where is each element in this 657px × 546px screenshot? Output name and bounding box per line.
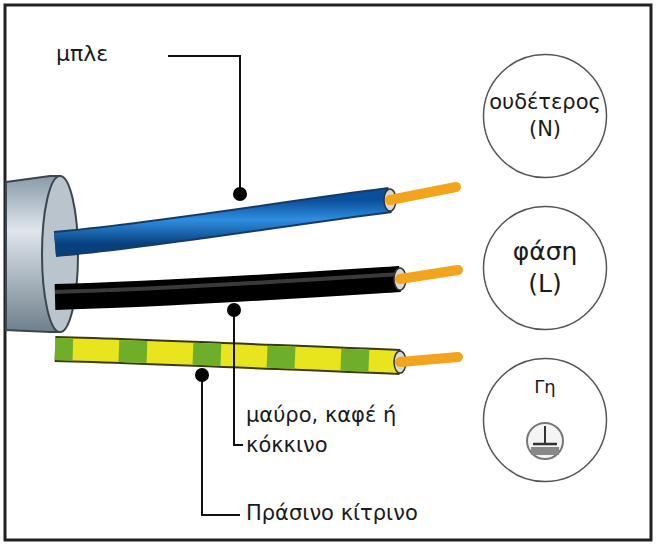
circle-outline: [482, 53, 608, 179]
leader-dot: [233, 187, 247, 201]
blue-wire-edge: [55, 200, 390, 244]
terminal-circle: φάση (L): [482, 205, 608, 331]
earth-symbol: [523, 420, 567, 462]
leader-dot: [195, 368, 209, 382]
wire-colour-label: Πράσινο κίτρινο: [246, 498, 506, 528]
terminal-circle: ουδέτερος (N): [482, 53, 608, 179]
blue-wire: [55, 200, 390, 244]
leader-line: [202, 375, 240, 515]
circle-outline: [482, 205, 608, 331]
copper-tip: [400, 357, 458, 362]
wire-colour-label: μαύρο, καφέ ή κόκκινο: [246, 400, 482, 461]
circle-outline: [482, 357, 608, 483]
terminal-circle: Γη: [482, 357, 608, 483]
terminal-label: Γη: [505, 375, 585, 398]
copper-tip: [390, 187, 456, 200]
earth-wire-edge: [55, 349, 400, 362]
copper-tip: [400, 270, 458, 279]
leader-line: [234, 310, 243, 445]
black-wire-shine: [55, 274, 400, 292]
wire-colour-label: μπλε: [56, 38, 166, 70]
leader-line: [168, 56, 240, 192]
black-wire: [55, 279, 400, 297]
terminal-label: ουδέτερος (N): [486, 89, 604, 144]
earth-wire-stripes: [55, 349, 400, 362]
earth-wire: [55, 349, 400, 362]
terminal-label: φάση (L): [500, 236, 590, 301]
frame: [5, 5, 651, 540]
leader-dot: [227, 303, 241, 317]
